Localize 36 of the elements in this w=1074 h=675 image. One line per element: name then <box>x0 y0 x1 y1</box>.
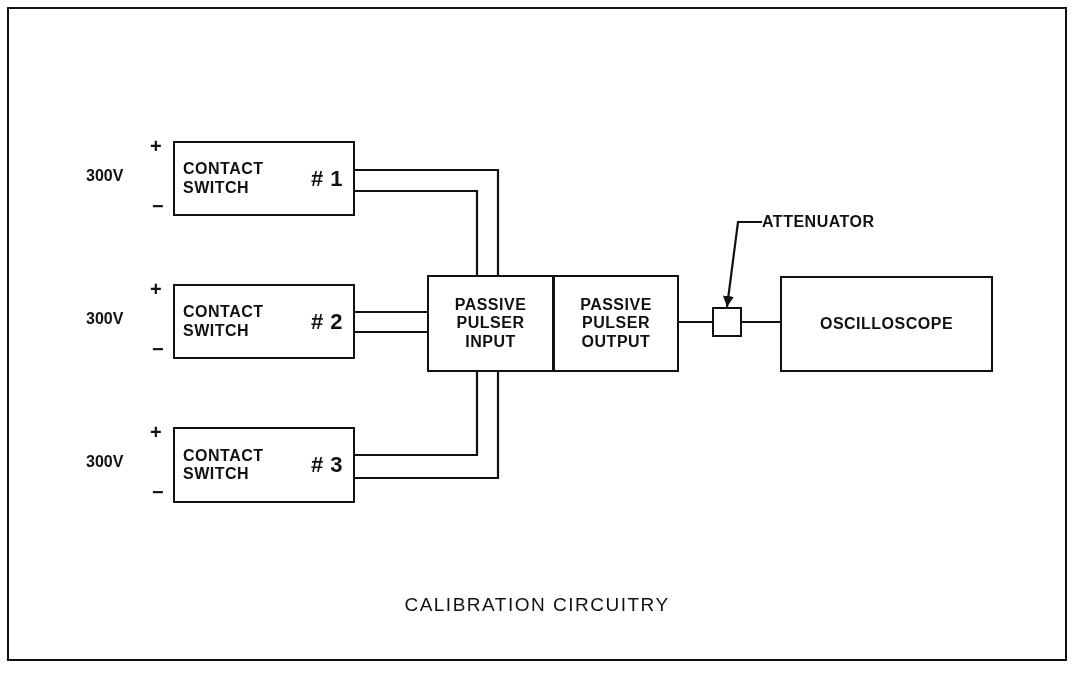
pulser-box <box>553 275 679 372</box>
box-label: OSCILLOSCOPE <box>819 314 954 334</box>
pulser-box <box>427 275 554 372</box>
connector-line <box>355 189 479 275</box>
caption: CALIBRATION CIRCUITRY <box>403 594 671 616</box>
polarity-sign: + <box>150 421 162 444</box>
box-label: CONTACT SWITCH <box>183 303 265 340</box>
attenuator-label: ATTENUATOR <box>762 212 875 232</box>
connector-line <box>679 320 712 324</box>
connector-line <box>355 372 500 480</box>
switch-number: # 2 <box>310 308 343 335</box>
box-label: CONTACT SWITCH <box>183 160 265 197</box>
connector-line <box>355 310 427 314</box>
leader-arrow <box>722 220 762 308</box>
polarity-sign: − <box>152 338 164 361</box>
attenuator-box <box>712 307 742 337</box>
switch-box <box>173 284 355 359</box>
box-label: PASSIVE PULSER INPUT <box>453 295 528 352</box>
switch-number: # 1 <box>310 165 343 192</box>
polarity-sign: + <box>150 278 162 301</box>
box-label: PASSIVE PULSER OUTPUT <box>579 295 653 352</box>
voltage-label: 300V <box>86 453 124 471</box>
connector-line <box>355 168 500 275</box>
switch-number: # 3 <box>310 452 343 478</box>
switch-box <box>173 427 355 503</box>
polarity-sign: + <box>150 135 162 158</box>
box-label: CONTACT SWITCH <box>183 446 265 484</box>
polarity-sign: − <box>152 195 164 218</box>
connector-line <box>355 372 479 457</box>
connector-line <box>742 320 780 324</box>
connector-line <box>355 330 427 334</box>
switch-box <box>173 141 355 216</box>
oscilloscope-box <box>780 276 993 372</box>
voltage-label: 300V <box>86 310 124 328</box>
polarity-sign: − <box>152 481 164 504</box>
voltage-label: 300V <box>86 167 124 185</box>
